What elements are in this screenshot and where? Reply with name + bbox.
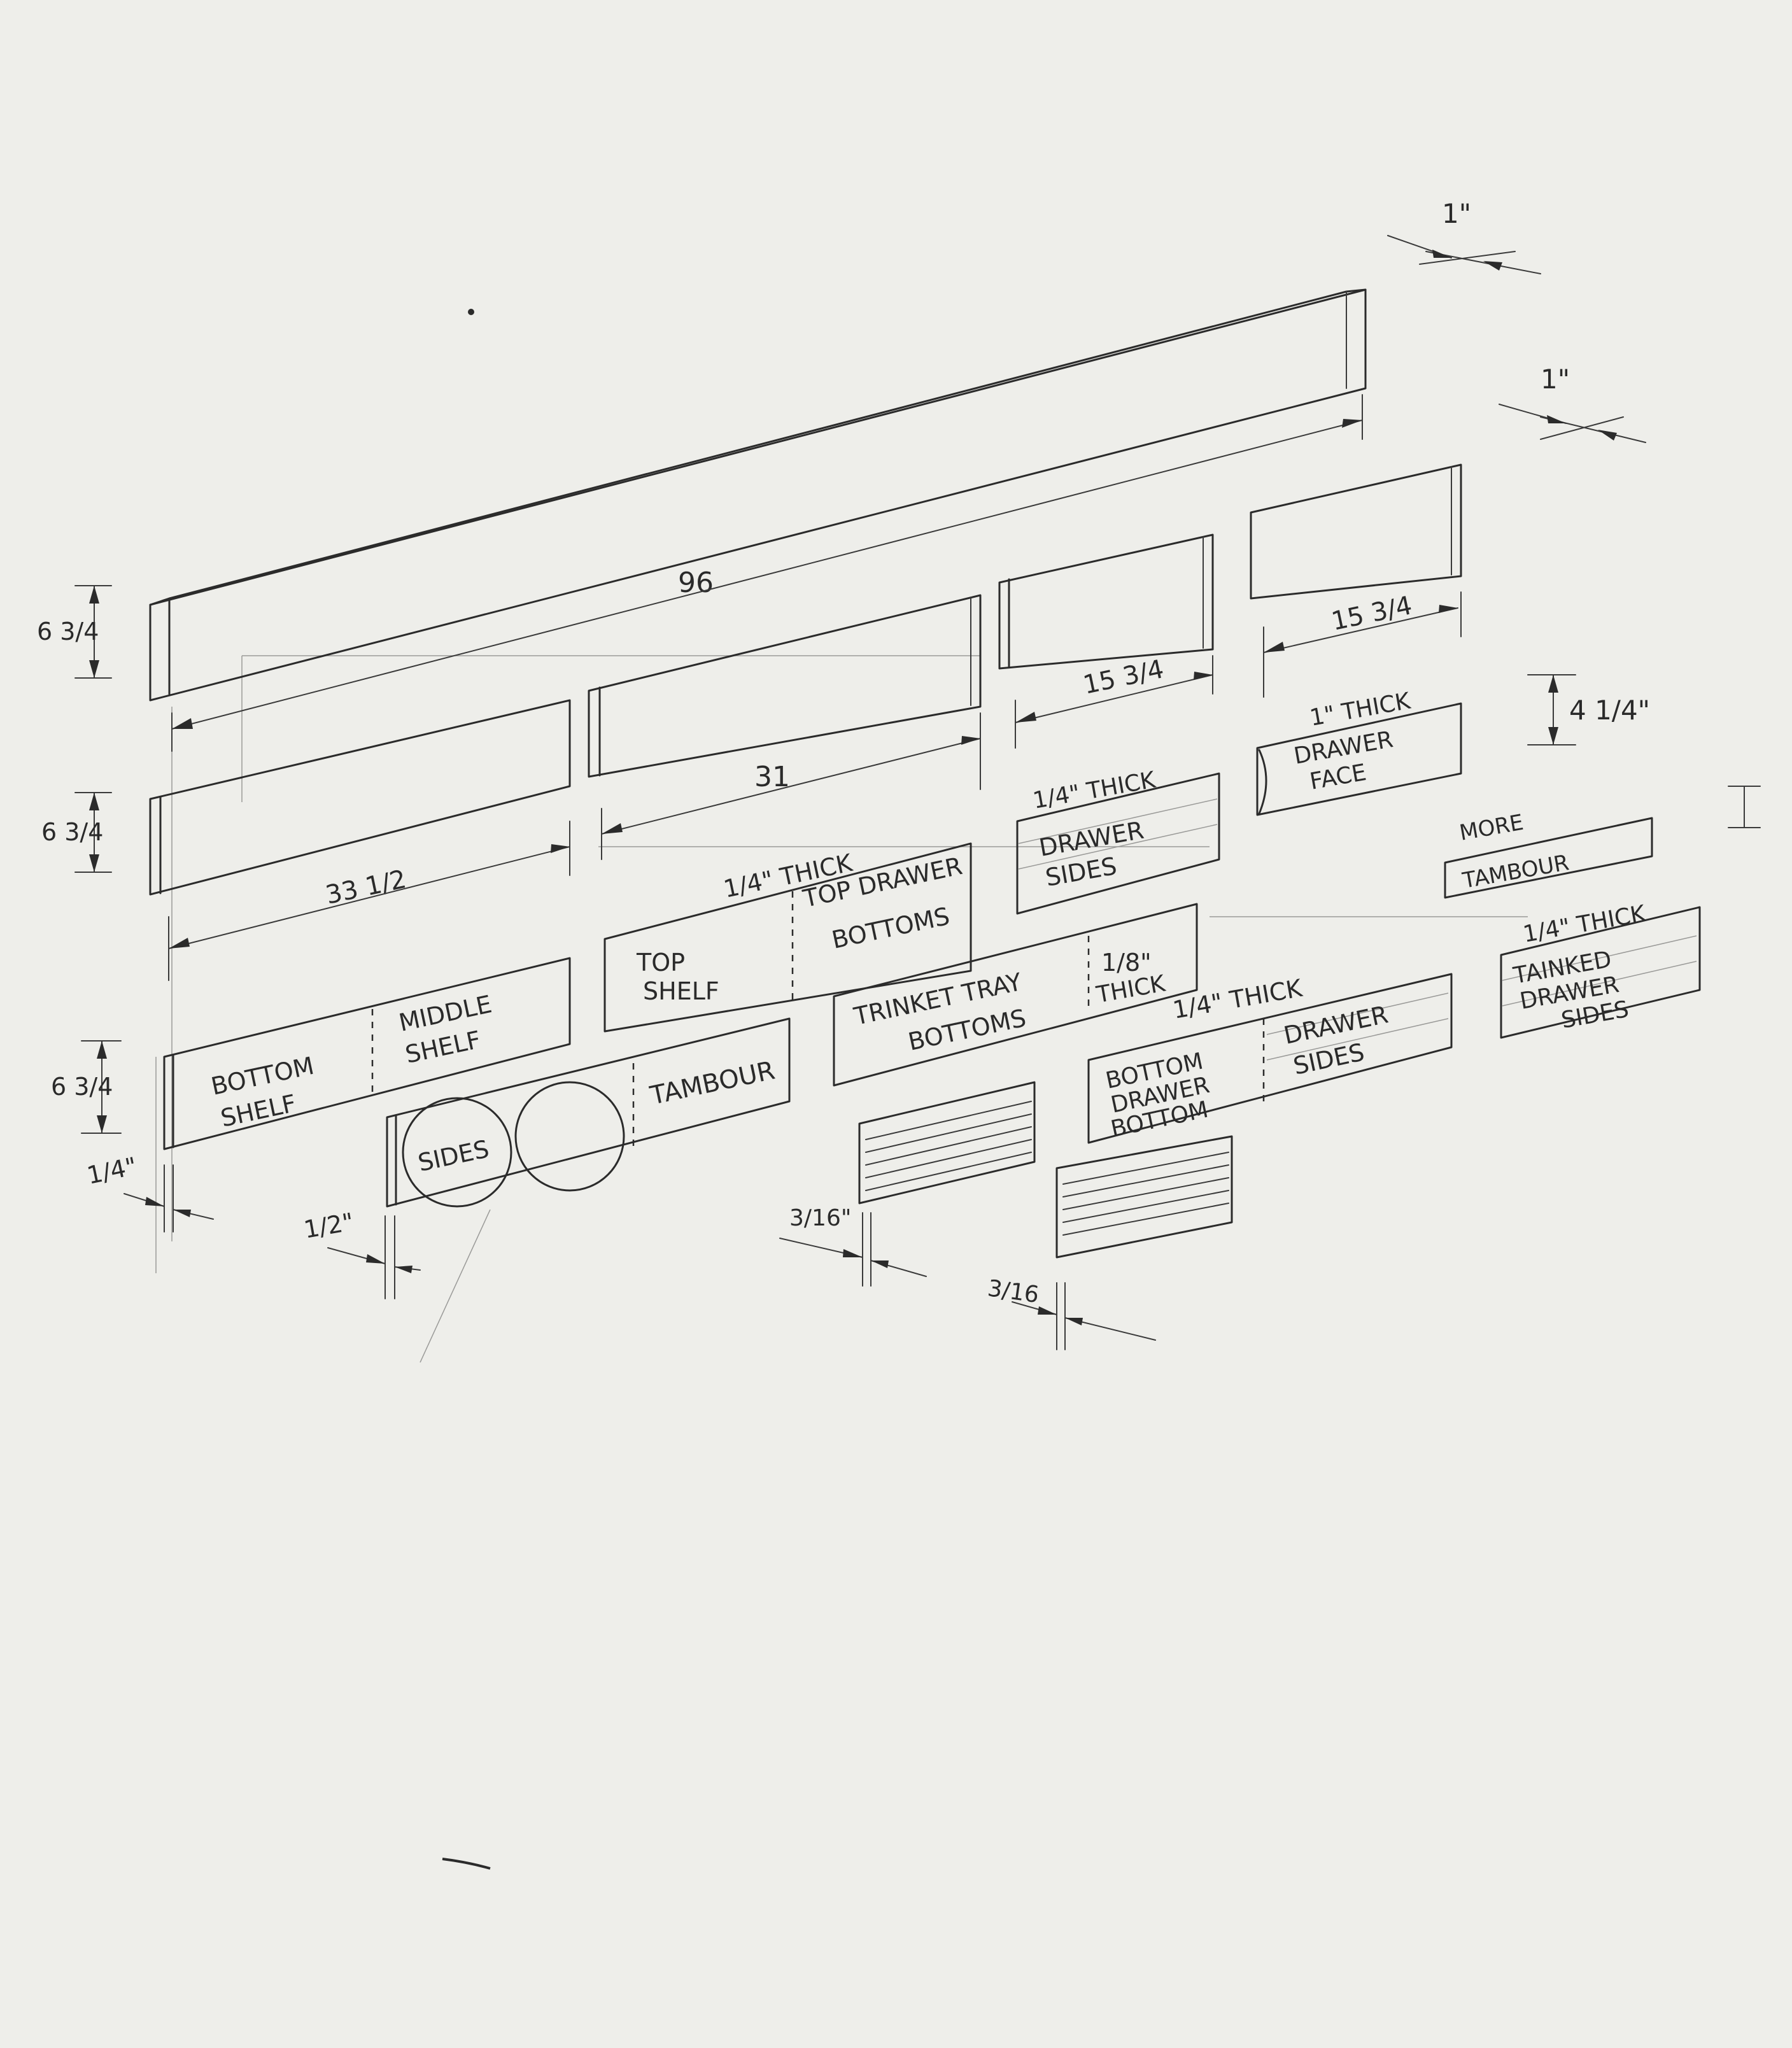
board-more-tambour [1444, 817, 1653, 899]
height-dim-bottom [81, 1040, 122, 1134]
tambour-strip-a [858, 1081, 1036, 1204]
thickness-1-2 [327, 1215, 421, 1299]
thickness-1-mid [1499, 404, 1646, 443]
board-drawer-sides-a [1016, 772, 1220, 915]
board-top-shelf [603, 842, 972, 1033]
board-trinket-tray [833, 903, 1198, 1087]
thickness-1-mid-label: 1" [1541, 364, 1570, 395]
height-label-bottom: 6 3/4 [51, 1073, 113, 1101]
thickness-3-16-b [1012, 1282, 1156, 1350]
board-drawer-face [1256, 702, 1462, 816]
dim-31-line [601, 712, 981, 860]
thickness-3-16-a [779, 1212, 927, 1287]
dim-96-label: 96 [678, 567, 714, 599]
height-dim-4-1-4 [1527, 674, 1576, 745]
dim-15-3-4-a-line [1015, 655, 1213, 749]
height-label-top: 6 3/4 [37, 618, 99, 646]
height-dim-mid [74, 792, 112, 873]
construction-guidelines [155, 655, 1528, 1363]
tambour-strip-b [1055, 1135, 1233, 1259]
top-shelf-label-1: TOP [636, 949, 685, 977]
board-33-5 [149, 699, 571, 896]
thickness-1-4 [123, 1164, 214, 1232]
pencil-dot [468, 309, 474, 315]
top-shelf-label-2: SHELF [643, 977, 719, 1005]
board-bottom-middle-shelf [163, 957, 571, 1150]
pencil-mark [442, 1858, 491, 1870]
height-label-4-1-4: 4 1/4" [1569, 695, 1650, 726]
height-dim-top [74, 585, 112, 679]
board-bottom-drawer [1087, 973, 1453, 1144]
thickness-1-top-label: 1" [1442, 198, 1471, 229]
board-sides-tambour [386, 1017, 791, 1208]
dim-33-5-line [168, 821, 570, 981]
tambour-height-dim [1728, 786, 1761, 828]
thickness-1-top [1387, 235, 1541, 274]
thickness-3-16-a-label: 3/16" [789, 1205, 851, 1231]
height-label-mid: 6 3/4 [41, 818, 103, 846]
dim-96-line [171, 394, 1363, 752]
board-31 [588, 594, 982, 778]
board-96 [149, 288, 1367, 702]
dim-15-3-4-b-line [1263, 591, 1462, 698]
board-15-3-4-a [998, 533, 1214, 670]
board-15-3-4-b [1250, 463, 1462, 600]
eighth-thick-label-1: 1/8" [1101, 949, 1152, 977]
board-tainked-drawer-sides [1500, 906, 1701, 1039]
